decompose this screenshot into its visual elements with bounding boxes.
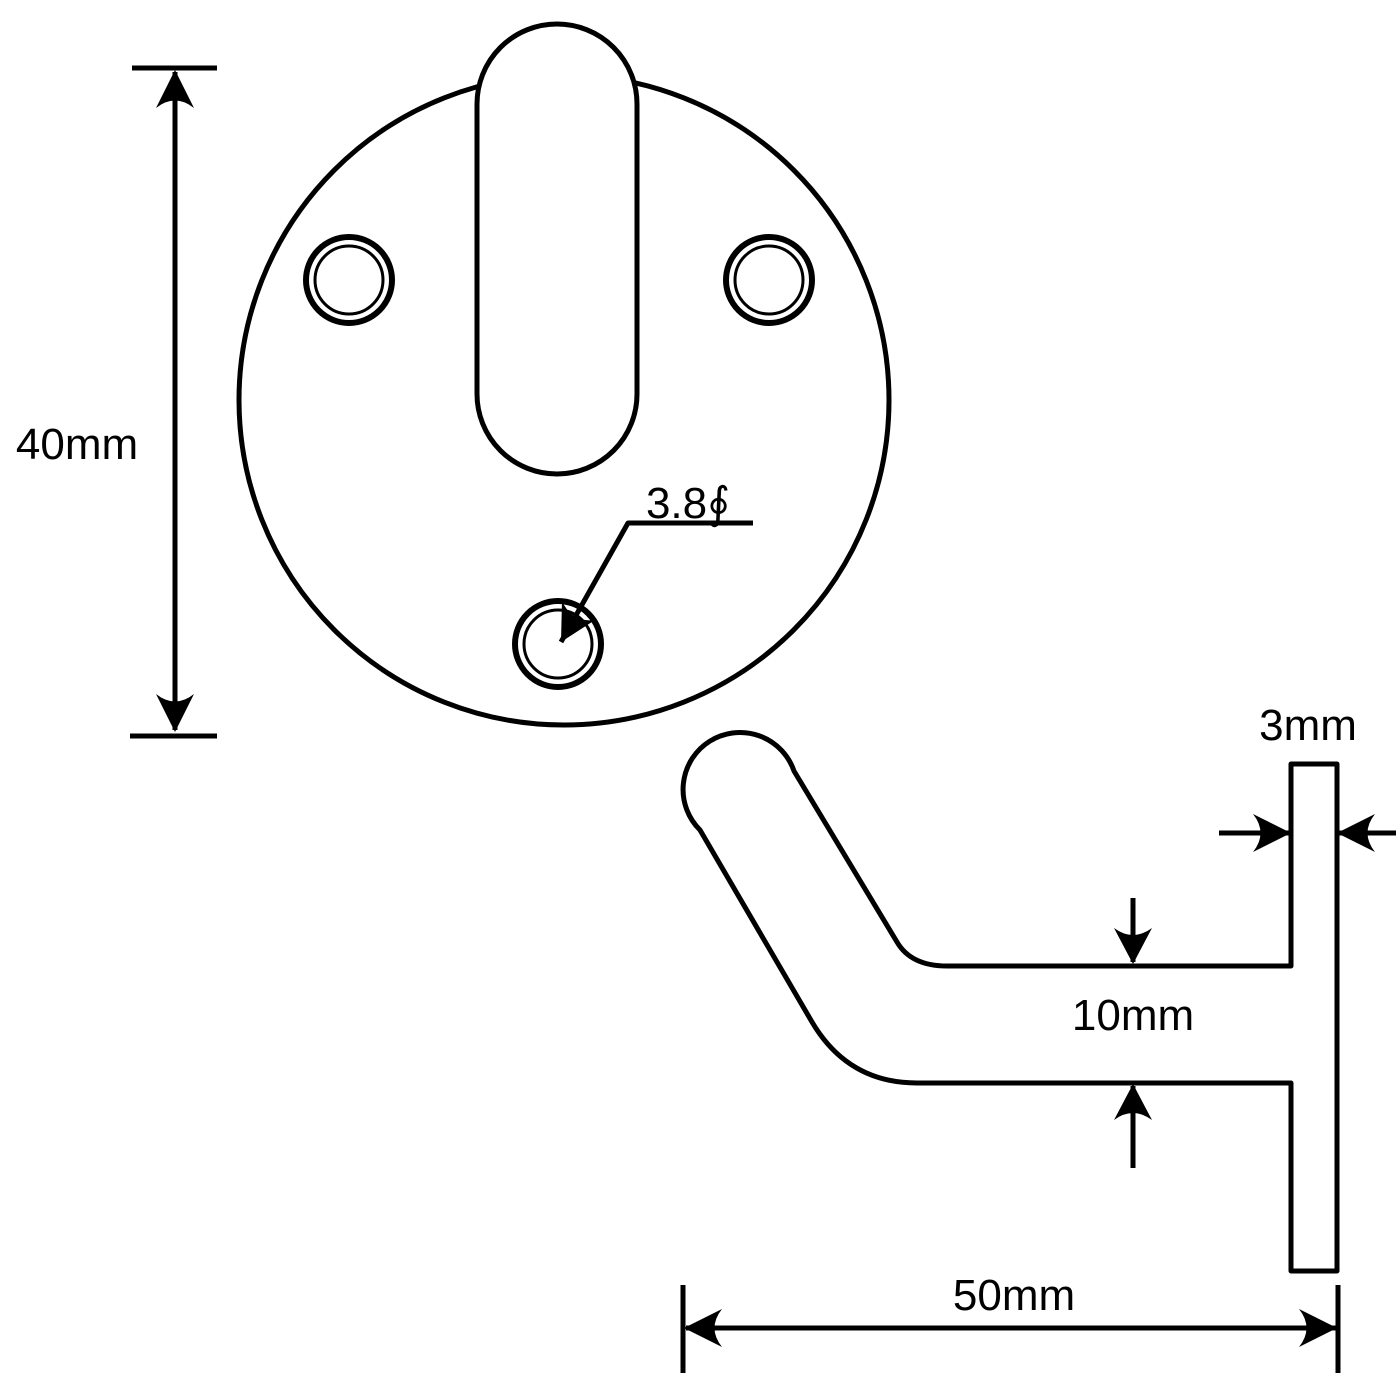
dimension-3mm-arrow-left xyxy=(1253,814,1291,852)
dimension-50mm-arrow-left xyxy=(684,1309,722,1347)
screw-hole-right-outer xyxy=(723,234,815,326)
dimension-3mm: 3mm xyxy=(1219,701,1396,852)
hook-slot xyxy=(474,21,640,477)
screw-hole-left-outer xyxy=(303,234,395,326)
screw-hole-left xyxy=(303,234,395,326)
screw-hole-bottom xyxy=(512,598,604,690)
screw-hole-bottom-inner xyxy=(522,608,594,680)
dimension-40mm-label: 40mm xyxy=(16,420,138,469)
dimension-10mm-arrow-up xyxy=(1114,1084,1152,1120)
callout-hole-diameter: 3.8∮ xyxy=(558,479,753,644)
dimension-10mm: 10mm xyxy=(1072,898,1194,1168)
callout-leader-line xyxy=(558,520,753,644)
dimension-10mm-label: 10mm xyxy=(1072,991,1194,1040)
dimension-40mm-arrow-up xyxy=(156,70,194,108)
dimension-50mm-label: 50mm xyxy=(953,1271,1075,1320)
side-view xyxy=(680,730,1340,1274)
dimension-10mm-arrow-down xyxy=(1114,928,1152,964)
dimension-3mm-arrow-right xyxy=(1337,814,1375,852)
callout-hole-diameter-label: 3.8∮ xyxy=(646,479,730,528)
dimension-50mm-arrow-right xyxy=(1299,1309,1337,1347)
screw-hole-right xyxy=(723,234,815,326)
screw-hole-left-inner xyxy=(313,244,385,316)
dimension-50mm: 50mm xyxy=(680,1271,1341,1373)
screw-hole-right-inner xyxy=(733,244,805,316)
dimension-3mm-label: 3mm xyxy=(1259,701,1357,750)
dimension-40mm-arrow-down xyxy=(156,694,194,732)
dimension-40mm: 40mm xyxy=(16,65,217,739)
front-view xyxy=(236,21,892,728)
hook-profile-outline xyxy=(680,730,1340,1274)
callout-leader-arrow xyxy=(561,601,595,642)
screw-hole-bottom-outer xyxy=(512,598,604,690)
